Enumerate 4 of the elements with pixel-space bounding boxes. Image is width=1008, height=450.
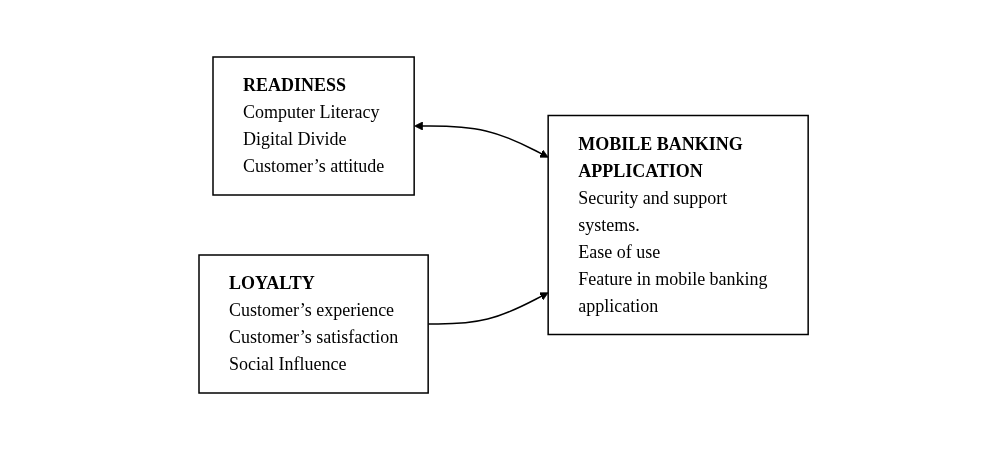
node-box: READINESS Computer Literacy Digital Divide Customer’s attitude <box>212 56 416 196</box>
arrow <box>414 121 549 158</box>
node-box: LOYALTY Customer’s experience Customer’s satisfaction Social Influence <box>198 254 430 394</box>
node-box: MOBILE BANKING APPLICATION Security and support systems. Ease of use Feature in mobile banking application <box>547 114 810 336</box>
